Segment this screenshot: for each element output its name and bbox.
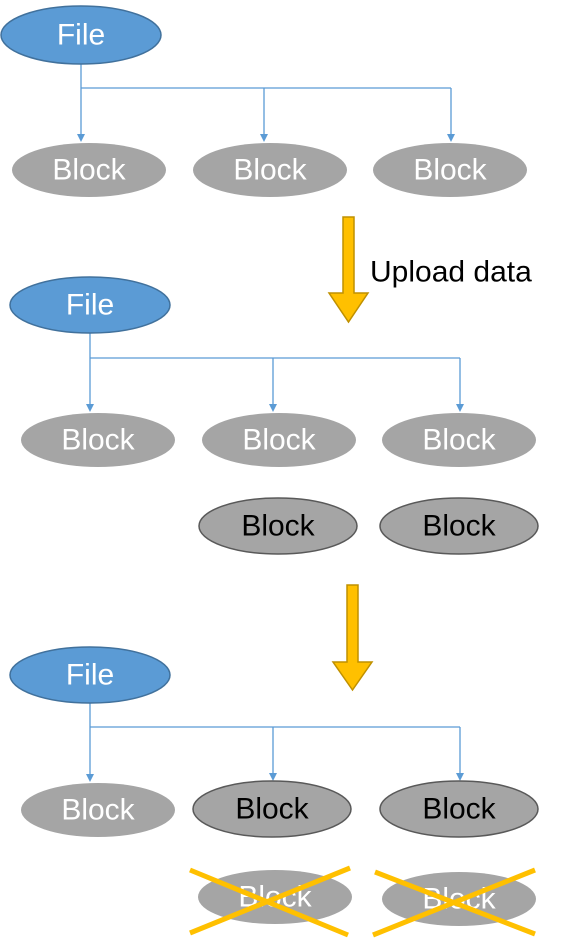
removed-block-node: Block: [372, 867, 536, 938]
new-block-node: Block: [192, 780, 352, 838]
block-node: Block: [382, 413, 536, 467]
new-block-node: Block: [198, 497, 358, 555]
stage-3-connectors: [86, 703, 464, 782]
stage-3: File Block Block Block Block Block: [9, 646, 539, 938]
file-node: File: [0, 5, 162, 65]
block-label: Block: [52, 154, 126, 187]
block-node: Block: [202, 413, 356, 467]
block-node: Block: [193, 143, 347, 197]
block-node: Block: [373, 143, 527, 197]
file-node: File: [9, 276, 171, 334]
stage-1: File Block Block Block: [0, 5, 527, 197]
block-label: Block: [61, 794, 135, 827]
stage-1-connectors: [77, 64, 455, 142]
block-node: Block: [21, 783, 175, 837]
cross-icon: [189, 865, 351, 938]
block-label: Block: [242, 424, 316, 457]
block-label: Block: [61, 424, 135, 457]
down-arrow-icon: [331, 584, 374, 692]
stage-2: File Block Block Block Block Block: [9, 276, 539, 555]
block-node: Block: [21, 413, 175, 467]
file-label: File: [57, 19, 105, 52]
file-label: File: [66, 659, 114, 692]
new-block-label: Block: [422, 510, 496, 543]
new-block-node: Block: [379, 780, 539, 838]
block-label: Block: [235, 793, 309, 826]
removed-block-node: Block: [189, 865, 352, 938]
file-node: File: [9, 646, 171, 704]
stage-2-connectors: [86, 333, 464, 412]
new-block-label: Block: [241, 510, 315, 543]
block-node: Block: [12, 143, 166, 197]
block-label: Block: [233, 154, 307, 187]
block-label: Block: [422, 793, 496, 826]
upload-data-label: Upload data: [370, 256, 532, 289]
block-label: Block: [413, 154, 487, 187]
file-label: File: [66, 289, 114, 322]
transition-arrow-2: [331, 584, 374, 692]
block-label: Block: [422, 424, 496, 457]
transition-arrow-1: Upload data: [327, 216, 532, 324]
down-arrow-icon: [327, 216, 370, 324]
cross-icon: [372, 867, 536, 938]
new-block-node: Block: [379, 497, 539, 555]
